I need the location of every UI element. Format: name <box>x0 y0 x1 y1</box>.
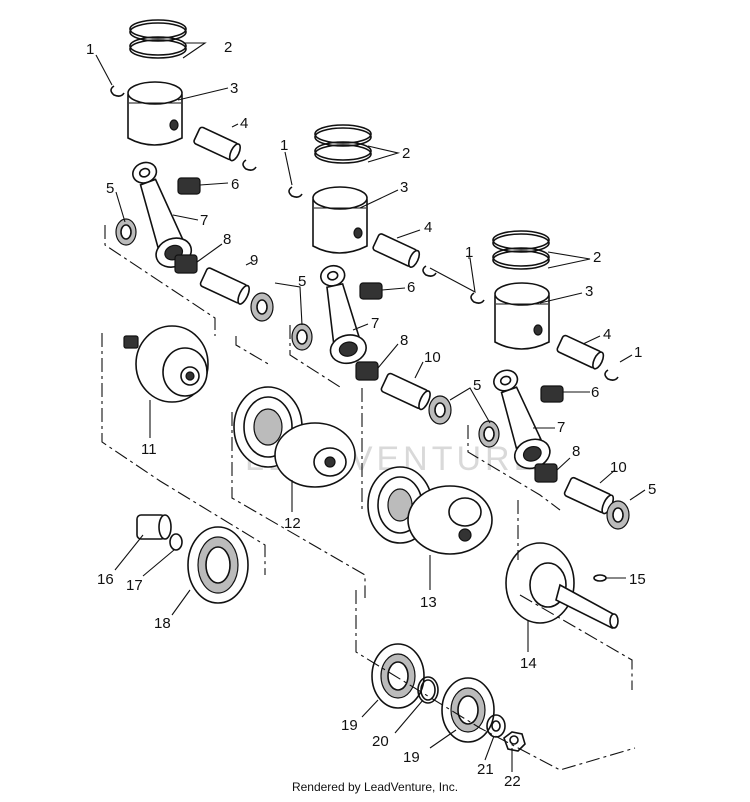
callout-3: 3 <box>400 179 408 196</box>
callout-2: 2 <box>593 249 601 266</box>
footer-credit: Rendered by LeadVenture, Inc. <box>291 780 459 794</box>
callout-18: 18 <box>154 615 171 632</box>
callout-17: 17 <box>126 577 143 594</box>
callout-16: 16 <box>97 571 114 588</box>
callout-19: 19 <box>341 717 358 734</box>
callout-2: 2 <box>224 39 232 56</box>
callout-2: 2 <box>402 145 410 162</box>
piston-group-left <box>110 19 274 322</box>
callout-15: 15 <box>629 571 646 588</box>
callout-9: 9 <box>250 252 258 269</box>
callout-1: 1 <box>280 137 288 154</box>
callout-22: 22 <box>504 773 521 790</box>
callout-6: 6 <box>231 176 239 193</box>
callout-8: 8 <box>400 332 408 349</box>
callout-4: 4 <box>603 326 611 343</box>
piston-group-middle <box>288 124 452 425</box>
callout-4: 4 <box>424 219 432 236</box>
callout-12: 12 <box>284 515 301 532</box>
callout-7: 7 <box>200 212 208 229</box>
callout-1: 1 <box>465 244 473 261</box>
crankshaft-assembly <box>123 325 619 752</box>
callout-1: 1 <box>634 344 642 361</box>
callout-5: 5 <box>106 180 114 197</box>
callout-5: 5 <box>473 377 481 394</box>
callout-21: 21 <box>477 761 494 778</box>
callout-6: 6 <box>407 279 415 296</box>
callout-20: 20 <box>372 733 389 750</box>
piston-group-right <box>470 230 630 530</box>
callout-10: 10 <box>610 459 627 476</box>
callout-3: 3 <box>585 283 593 300</box>
callout-11: 11 <box>141 441 157 458</box>
callout-10: 10 <box>424 349 441 366</box>
callout-14: 14 <box>520 655 537 672</box>
leader-lines <box>95 42 646 772</box>
callout-6: 6 <box>591 384 599 401</box>
callout-5: 5 <box>298 273 306 290</box>
callout-4: 4 <box>240 115 248 132</box>
callout-1: 1 <box>86 41 94 58</box>
assembly-boundary-lines <box>101 225 636 771</box>
callout-labels: 1 2 3 4 5 6 7 8 9 1 2 3 4 5 6 7 8 10 1 2… <box>86 39 656 790</box>
callout-3: 3 <box>230 80 238 97</box>
callout-13: 13 <box>420 594 437 611</box>
callout-5: 5 <box>648 481 656 498</box>
callout-7: 7 <box>557 419 565 436</box>
callout-19: 19 <box>403 749 420 766</box>
callout-8: 8 <box>572 443 580 460</box>
callout-7: 7 <box>371 315 379 332</box>
callout-8: 8 <box>223 231 231 248</box>
